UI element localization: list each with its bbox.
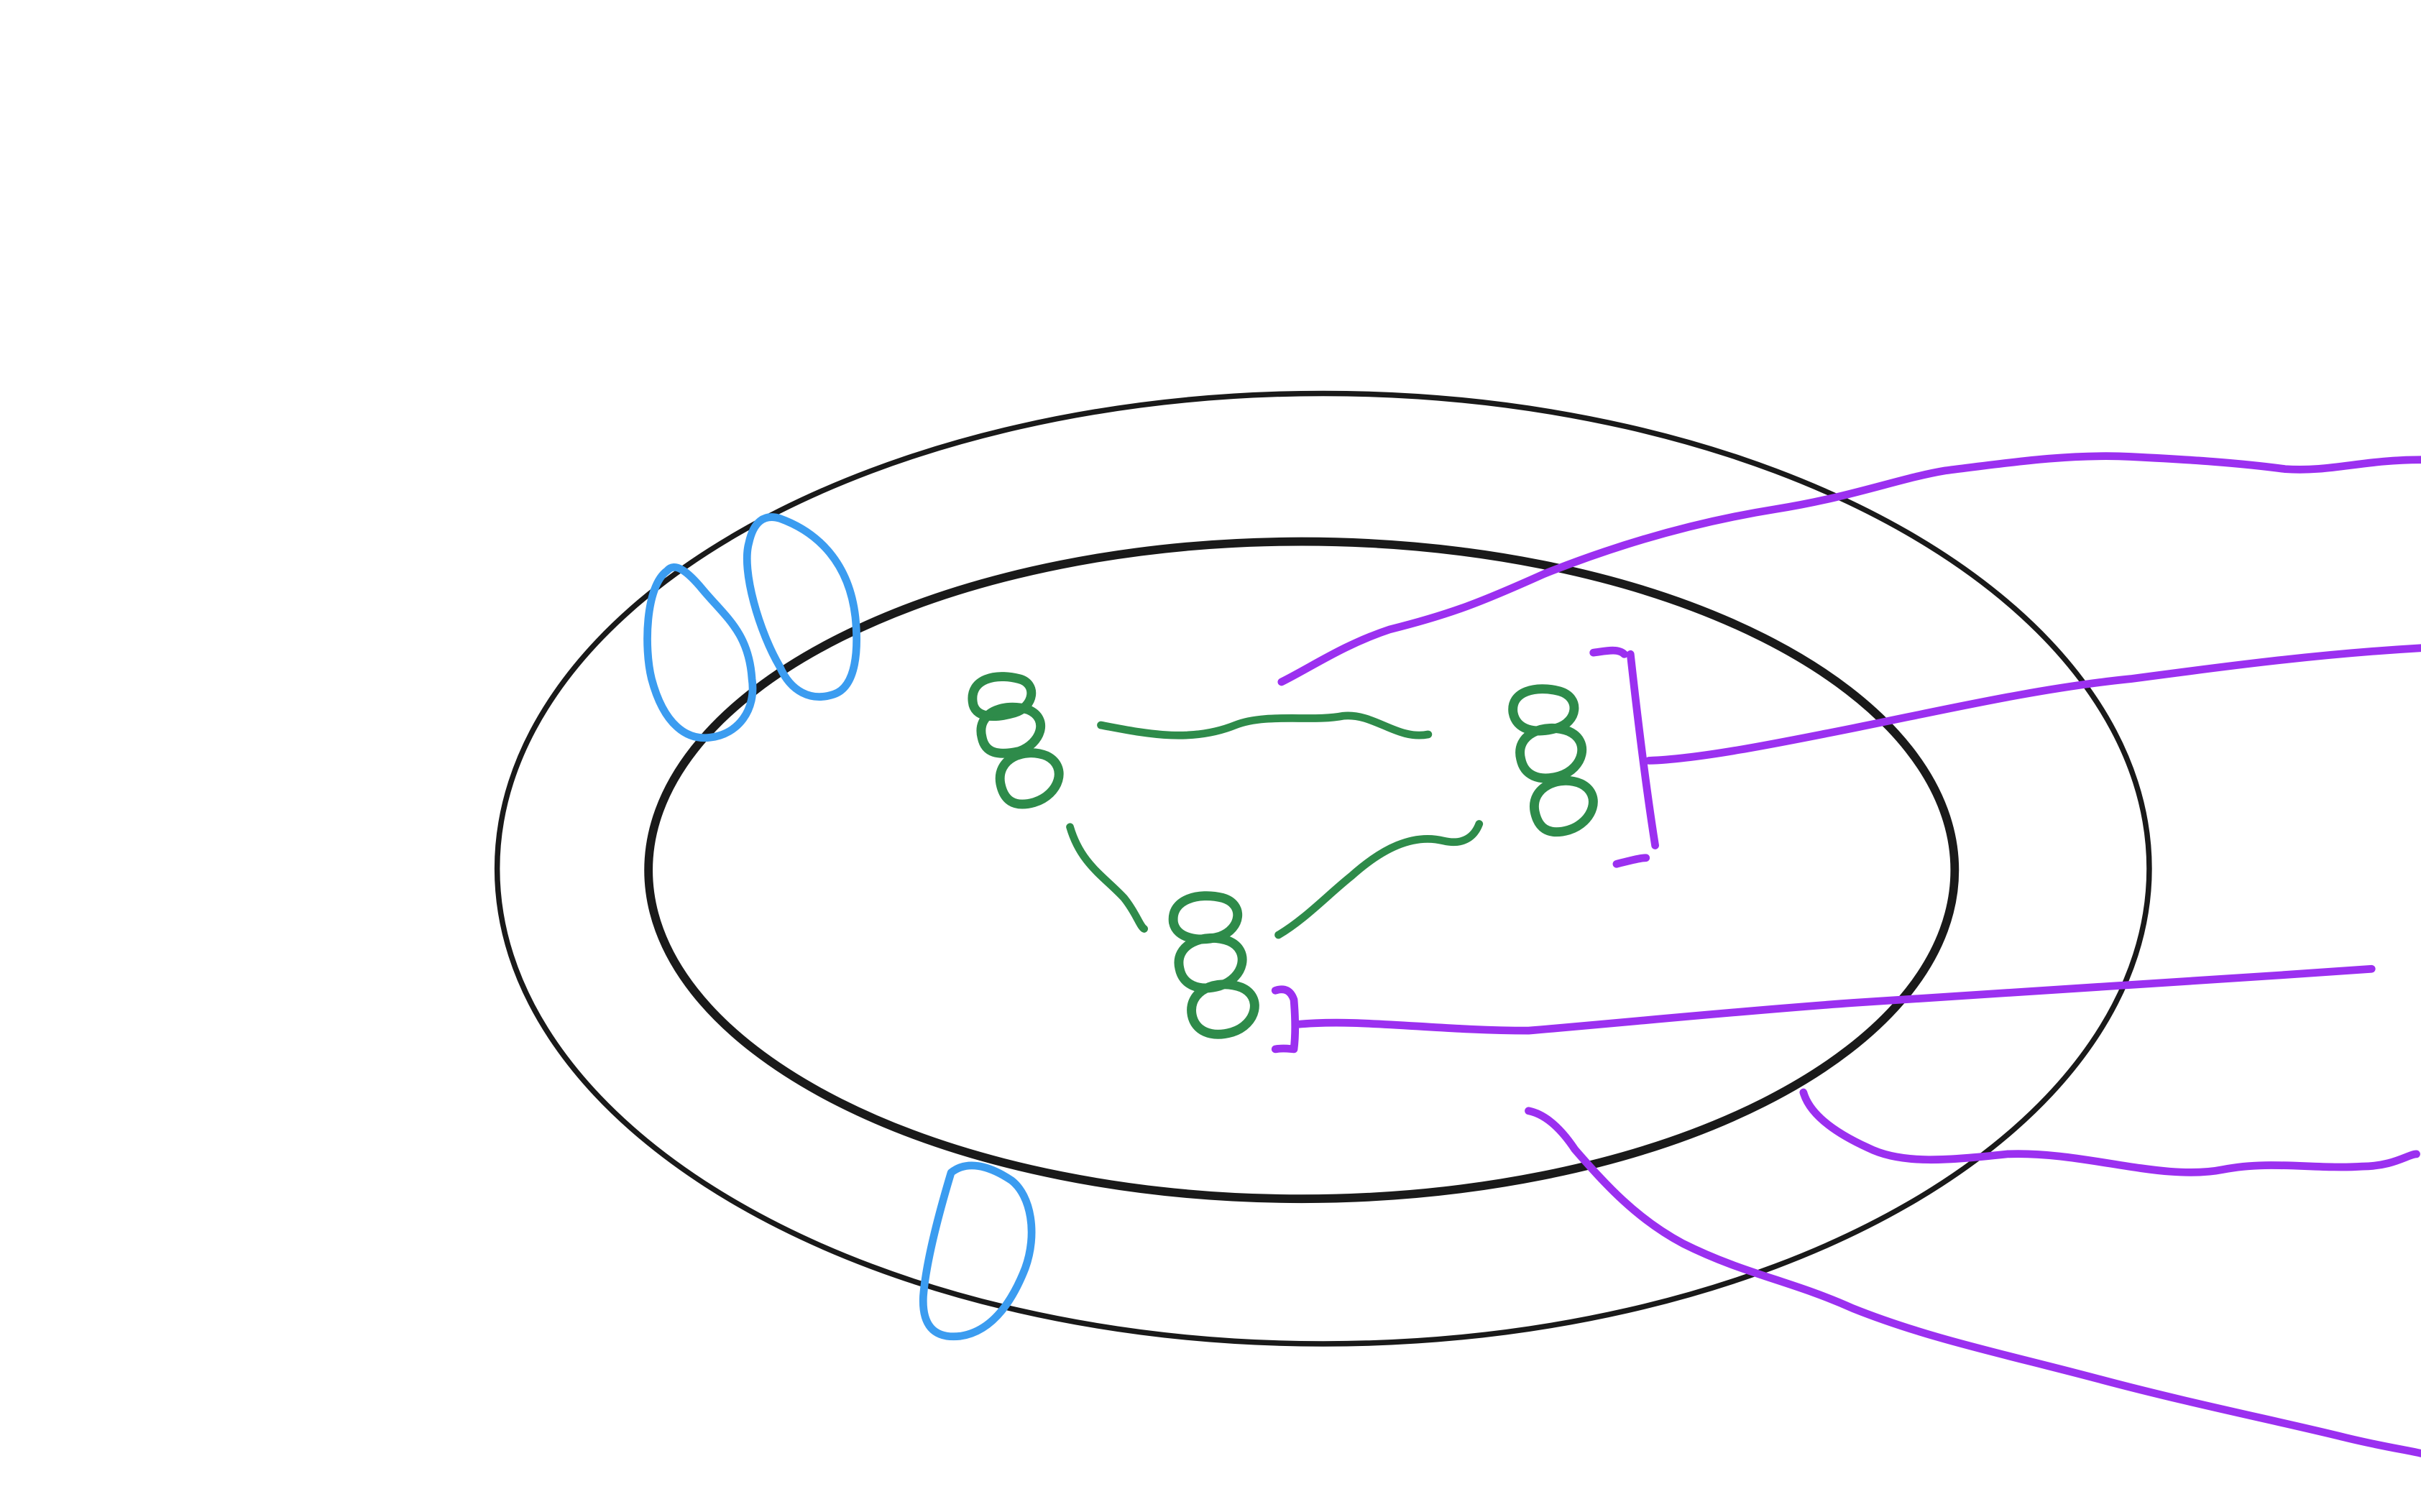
connector-right	[1274, 820, 1484, 939]
connector-left	[1066, 823, 1149, 933]
green-glyph-left	[968, 672, 1064, 809]
inner-ellipse	[644, 537, 1960, 1204]
pointer-line-5	[1525, 1107, 2421, 1457]
connector-top	[1097, 711, 1433, 739]
blue-loop-1	[643, 563, 757, 742]
pointer-line-2	[1589, 644, 2421, 868]
green-glyph-bottom	[1168, 891, 1259, 1039]
pointer-line-1	[1277, 452, 2421, 686]
pointer-line-3	[1271, 964, 2376, 1054]
blue-loop-2	[743, 513, 860, 701]
blue-loop-3	[919, 1161, 1036, 1341]
outer-ellipse	[494, 390, 2152, 1347]
green-glyph-right	[1508, 684, 1598, 837]
pointer-line-4	[1799, 1088, 2420, 1176]
